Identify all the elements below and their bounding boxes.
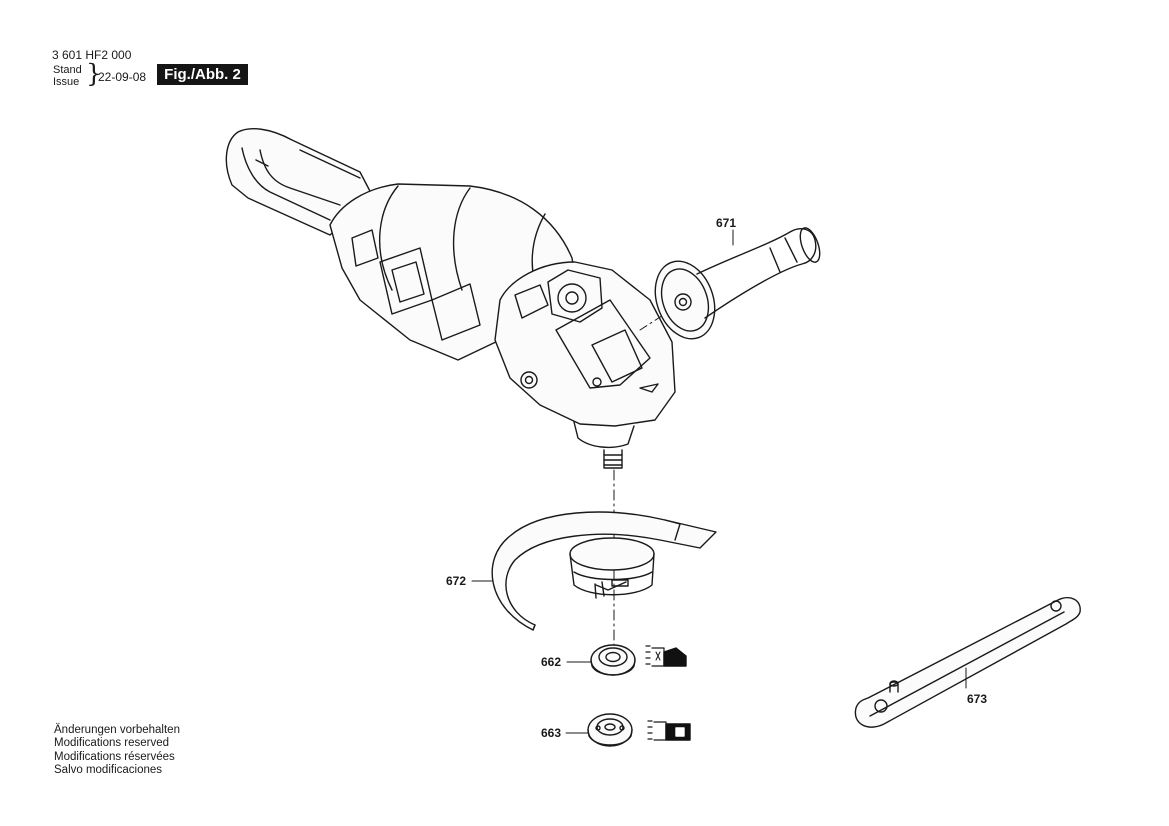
note-line-en: Modifications reserved [54,737,170,750]
handle-axis-line [639,311,669,331]
flange-orientation-icon-662 [645,645,687,667]
side-handle-671 [654,227,821,340]
modifications-note: Änderungen vorbehalten Modifications res… [54,724,180,778]
figure-badge: Fig./Abb. 2 [157,64,248,85]
part-label-663: 663 [541,726,562,740]
stand-issue-labels: Stand Issue [53,64,82,88]
document-code: 3 601 HF2 000 [52,48,132,62]
note-line-de: Änderungen vorbehalten [54,724,180,736]
mounting-flange-662 [590,644,636,676]
issue-label: Issue [53,76,80,88]
angle-grinder-body [225,128,676,469]
issue-date: 22-09-08 [98,70,147,84]
stand-label: Stand [53,64,82,76]
spanner-wrench-673 [854,596,1081,728]
clamping-nut-663 [587,713,633,747]
part-label-672: 672 [446,574,467,588]
wheel-guard-672 [491,511,717,631]
note-line-fr: Modifications réservées [54,750,175,763]
part-label-662: 662 [541,655,562,669]
brace-glyph: } [86,59,102,88]
part-label-671: 671 [716,216,737,230]
part-label-673: 673 [967,692,988,706]
nut-orientation-icon-663 [647,720,691,741]
note-line-es: Salvo modificaciones [54,764,163,777]
